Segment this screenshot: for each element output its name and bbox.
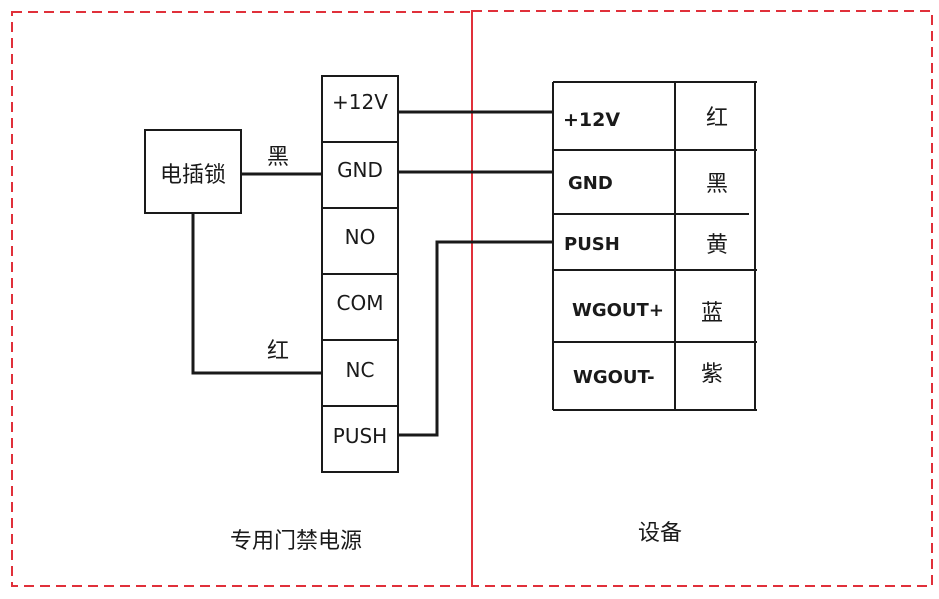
device-caption: 设备 bbox=[638, 521, 682, 546]
terminal-12v: +12V bbox=[332, 90, 388, 114]
terminal-gnd: GND bbox=[337, 158, 383, 182]
power-supply-zone bbox=[11, 11, 473, 587]
electric-lock: 电插锁 bbox=[144, 129, 242, 214]
wire-lock-nc bbox=[191, 213, 322, 375]
device-terminal-wgout-minus: WGOUT- bbox=[573, 367, 655, 388]
terminal-push: PUSH bbox=[333, 424, 387, 448]
terminal-com: COM bbox=[337, 291, 384, 315]
wires bbox=[191, 110, 553, 437]
lock-wire-red-label: 红 bbox=[267, 339, 289, 364]
terminal-no: NO bbox=[345, 225, 376, 249]
device-terminal-12v: +12V bbox=[563, 109, 620, 131]
terminal-nc: NC bbox=[346, 358, 375, 382]
device-zone bbox=[471, 10, 933, 587]
lock-label: 电插锁 bbox=[160, 163, 226, 188]
wire-push bbox=[398, 240, 553, 437]
wire-color-blue: 蓝 bbox=[701, 301, 723, 326]
lock-wire-black-label: 黑 bbox=[267, 145, 289, 170]
wire-color-purple: 紫 bbox=[701, 362, 723, 387]
device-terminal-table: +12V GND PUSH WGOUT+ WGOUT- 红 黑 黄 蓝 紫 bbox=[552, 81, 757, 411]
wire-color-black: 黑 bbox=[706, 172, 728, 197]
device-terminal-wgout-plus: WGOUT+ bbox=[572, 300, 664, 321]
wire-color-red: 红 bbox=[706, 106, 728, 131]
device-terminal-push: PUSH bbox=[564, 234, 620, 255]
device-terminal-gnd: GND bbox=[568, 173, 613, 194]
power-terminal-block: +12V GND NO COM NC PUSH bbox=[321, 75, 399, 473]
power-supply-caption: 专用门禁电源 bbox=[230, 529, 362, 554]
wire-color-yellow: 黄 bbox=[706, 233, 728, 258]
